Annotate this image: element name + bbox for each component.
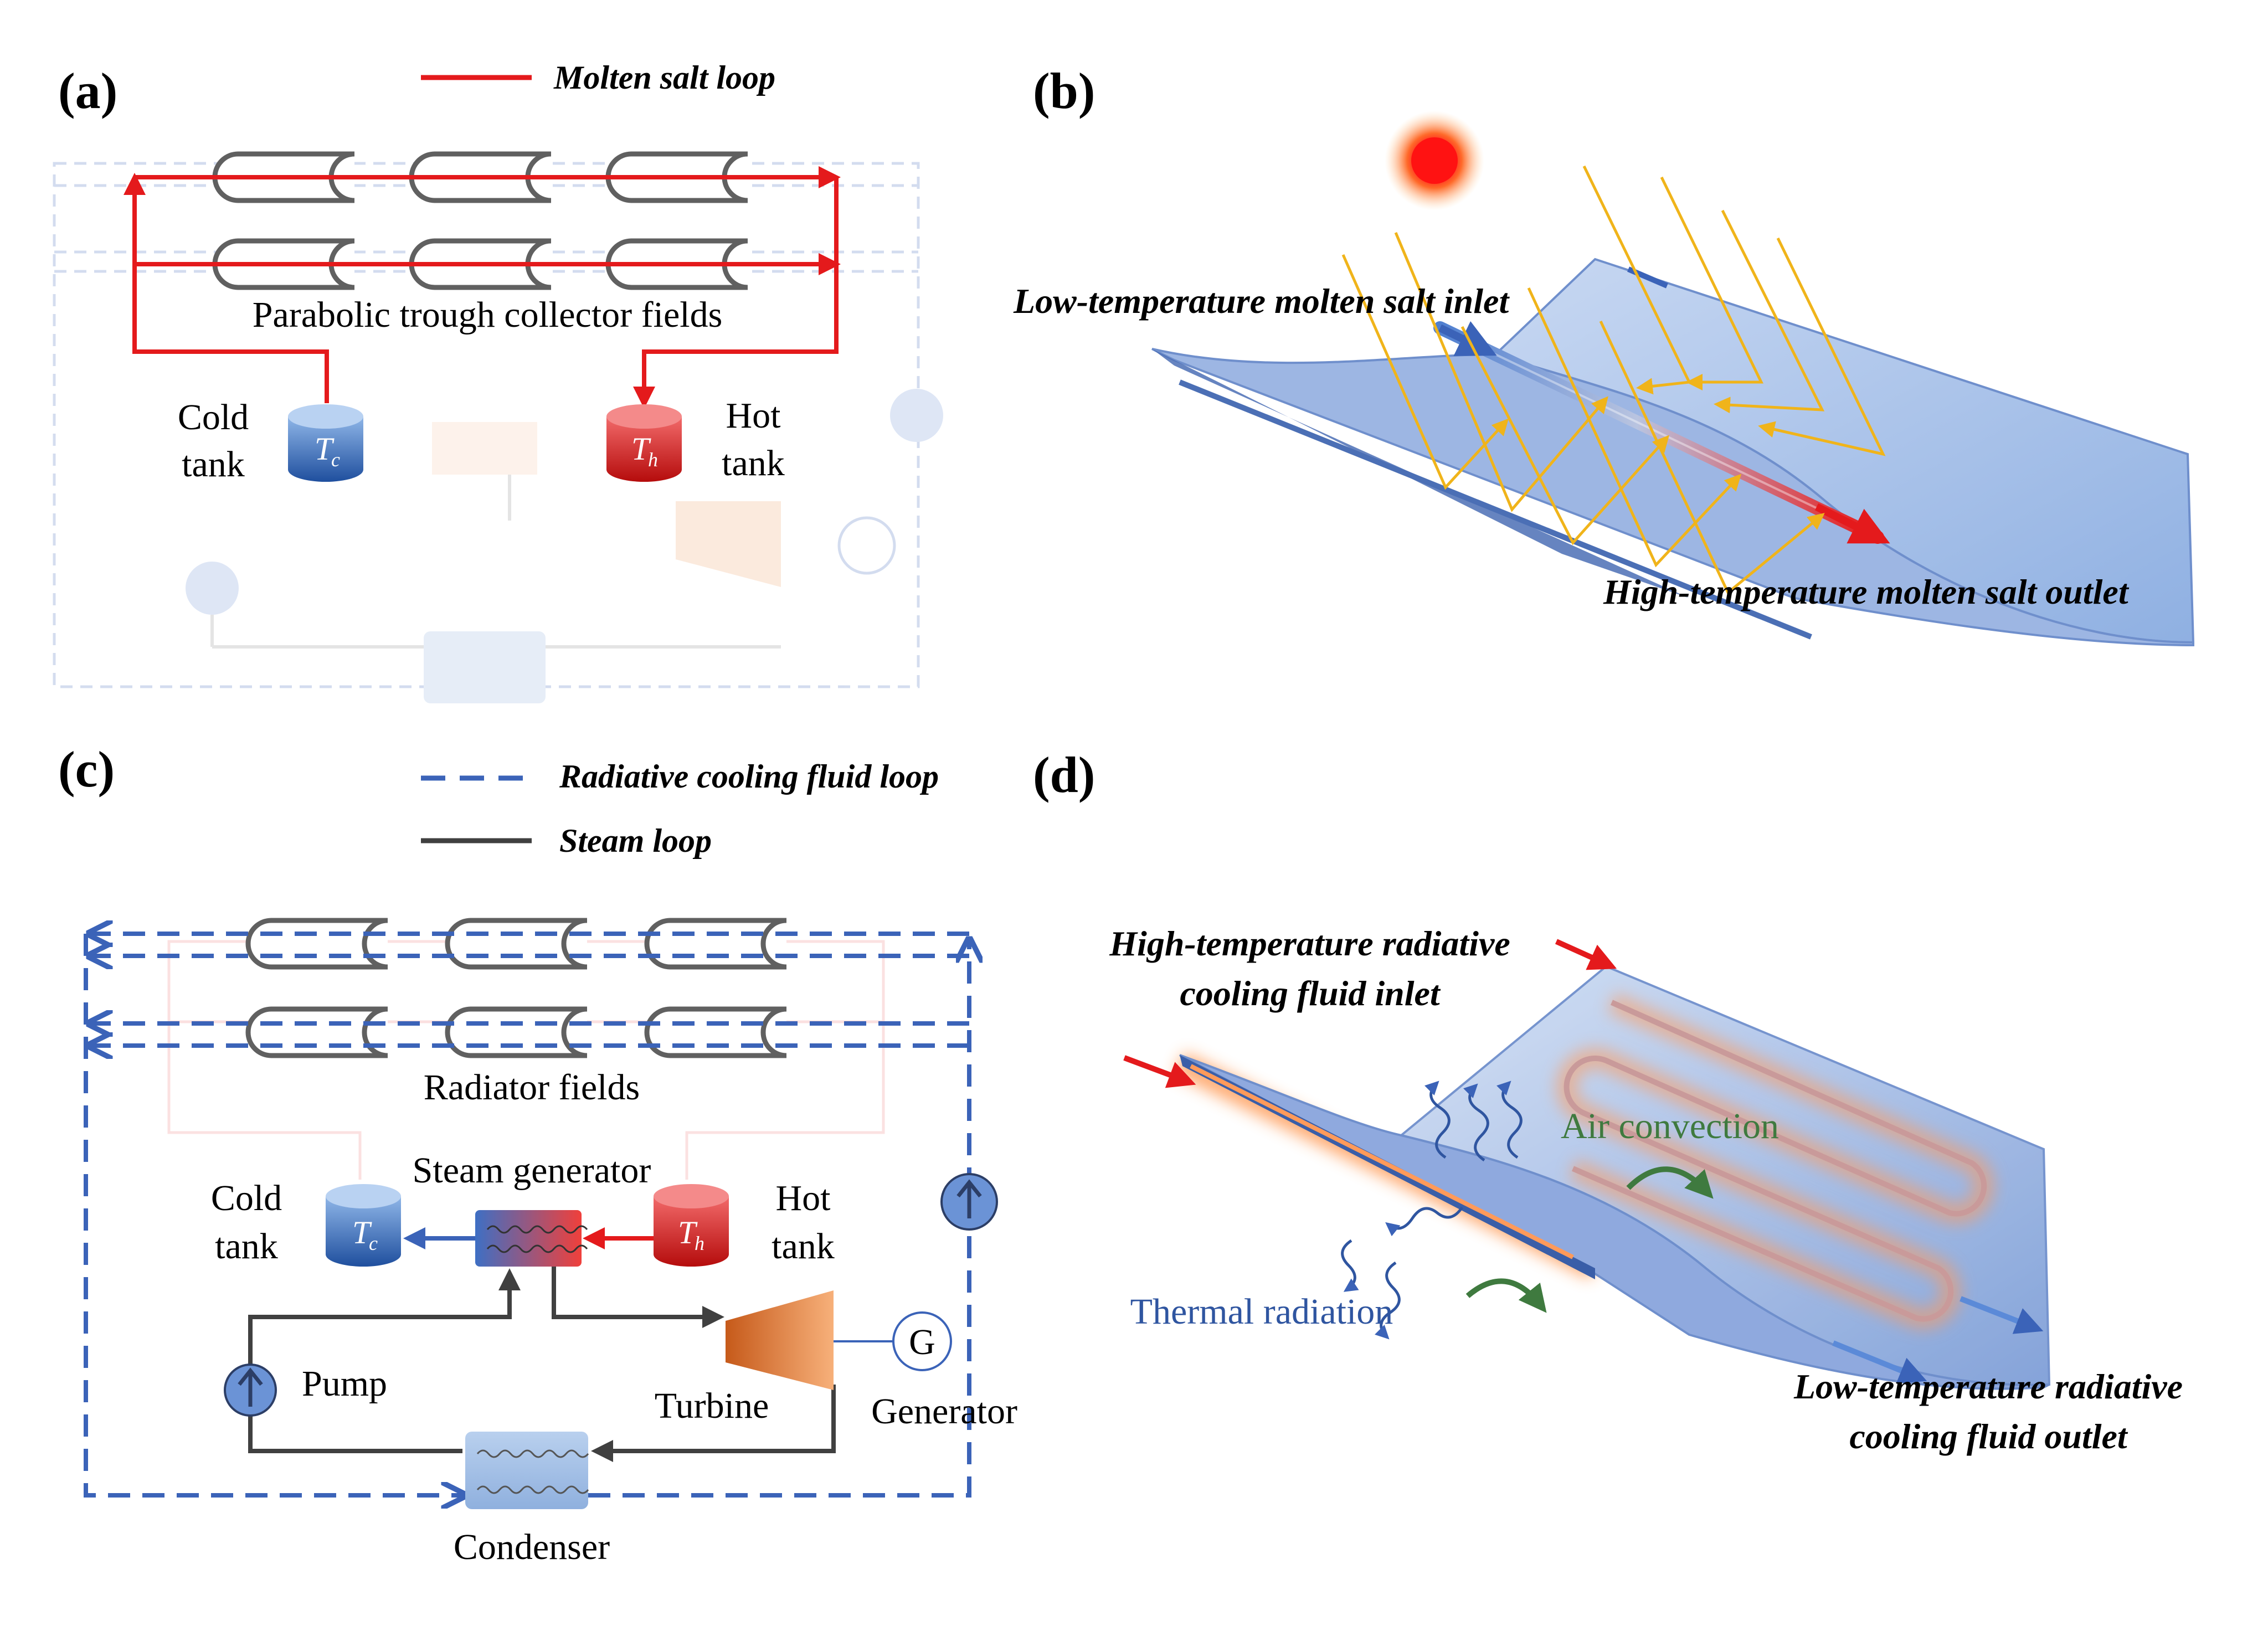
inlet-label-1: High-temperature radiative <box>1109 924 1510 963</box>
svg-text:c: c <box>369 1232 378 1254</box>
trough-field-a <box>212 151 748 290</box>
collector-field-label: Parabolic trough collector fields <box>253 295 723 335</box>
hot-tank-c: T h <box>654 1184 729 1267</box>
panel-d: High-temperature radiative cooling fluid… <box>1109 924 2183 1456</box>
panel-b-label: (b) <box>1033 63 1095 119</box>
svg-text:T: T <box>678 1215 698 1251</box>
inlet-label-2: cooling fluid inlet <box>1180 974 1441 1013</box>
panel-d-label: (d) <box>1033 747 1095 803</box>
steam-generator-label: Steam generator <box>413 1150 651 1191</box>
hot-tank-c-label-1: Hot <box>776 1178 831 1218</box>
generator <box>892 1311 952 1371</box>
steam-pump-icon <box>224 1363 277 1417</box>
svg-text:c: c <box>331 449 340 471</box>
air-convection-label: Air convection <box>1561 1106 1779 1146</box>
legend-molten-salt-text: Molten salt loop <box>553 59 775 96</box>
hot-tank-label-2: tank <box>722 443 785 483</box>
radiative-pump-icon <box>940 1173 998 1231</box>
cold-tank-c: T c <box>326 1184 401 1267</box>
cold-tank-label-1: Cold <box>178 397 249 438</box>
hot-tank-a: T h <box>606 404 682 482</box>
panel-a-label: (a) <box>58 63 117 119</box>
radiator-field-label: Radiator fields <box>424 1067 640 1108</box>
svg-text:h: h <box>648 449 658 471</box>
svg-text:T: T <box>315 431 335 467</box>
steam-loop <box>248 1267 836 1462</box>
svg-text:T: T <box>631 431 651 467</box>
air-convection-icon <box>1626 1166 1714 1199</box>
cold-tank-c-label-2: tank <box>215 1226 278 1267</box>
radiator-field-c <box>245 918 787 1058</box>
condenser-label: Condenser <box>454 1527 610 1567</box>
panel-c-label: (c) <box>58 741 115 797</box>
generator-label: Generator <box>871 1391 1017 1432</box>
generator-symbol: G <box>909 1322 935 1362</box>
radiative-cooling-loop <box>84 934 969 1495</box>
absorber-tube <box>1433 321 1884 544</box>
hot-tank-c-label-2: tank <box>772 1226 835 1267</box>
serpentine-pipe <box>1556 992 1995 1330</box>
condenser <box>465 1432 588 1509</box>
cold-tank-label-2: tank <box>182 444 245 485</box>
panel-b: Low-temperature molten salt inlet High-t… <box>1013 111 2195 647</box>
panel-c: Radiative cooling fluid loop Steam loop <box>84 758 1017 1567</box>
thermal-radiation-icon <box>1341 1080 1523 1340</box>
svg-text:h: h <box>695 1232 704 1254</box>
outlet-label: High-temperature molten salt outlet <box>1603 572 2130 611</box>
turbine <box>726 1290 834 1390</box>
legend-radiative-text: Radiative cooling fluid loop <box>559 758 939 795</box>
outlet-label-2: cooling fluid outlet <box>1849 1417 2128 1456</box>
thermal-radiation-label: Thermal radiation <box>1130 1291 1393 1332</box>
cold-tank-c-label-1: Cold <box>211 1178 282 1218</box>
faint-background-loop <box>53 162 943 703</box>
inlet-label: Low-temperature molten salt inlet <box>1013 281 1510 321</box>
turbine-label: Turbine <box>655 1386 769 1426</box>
hot-tank-label-1: Hot <box>726 395 781 436</box>
legend-steam-text: Steam loop <box>559 822 712 859</box>
svg-text:T: T <box>352 1215 372 1251</box>
pump-label: Pump <box>302 1363 387 1404</box>
cold-tank-a: T c <box>288 404 363 482</box>
molten-salt-loop <box>124 166 841 409</box>
sun-rays <box>1341 165 1886 595</box>
steam-generator <box>475 1210 582 1267</box>
panel-a: Molten salt loop <box>53 59 943 703</box>
outlet-label-1: Low-temperature radiative <box>1793 1367 2183 1406</box>
faint-molten-salt-loop <box>167 940 885 1180</box>
